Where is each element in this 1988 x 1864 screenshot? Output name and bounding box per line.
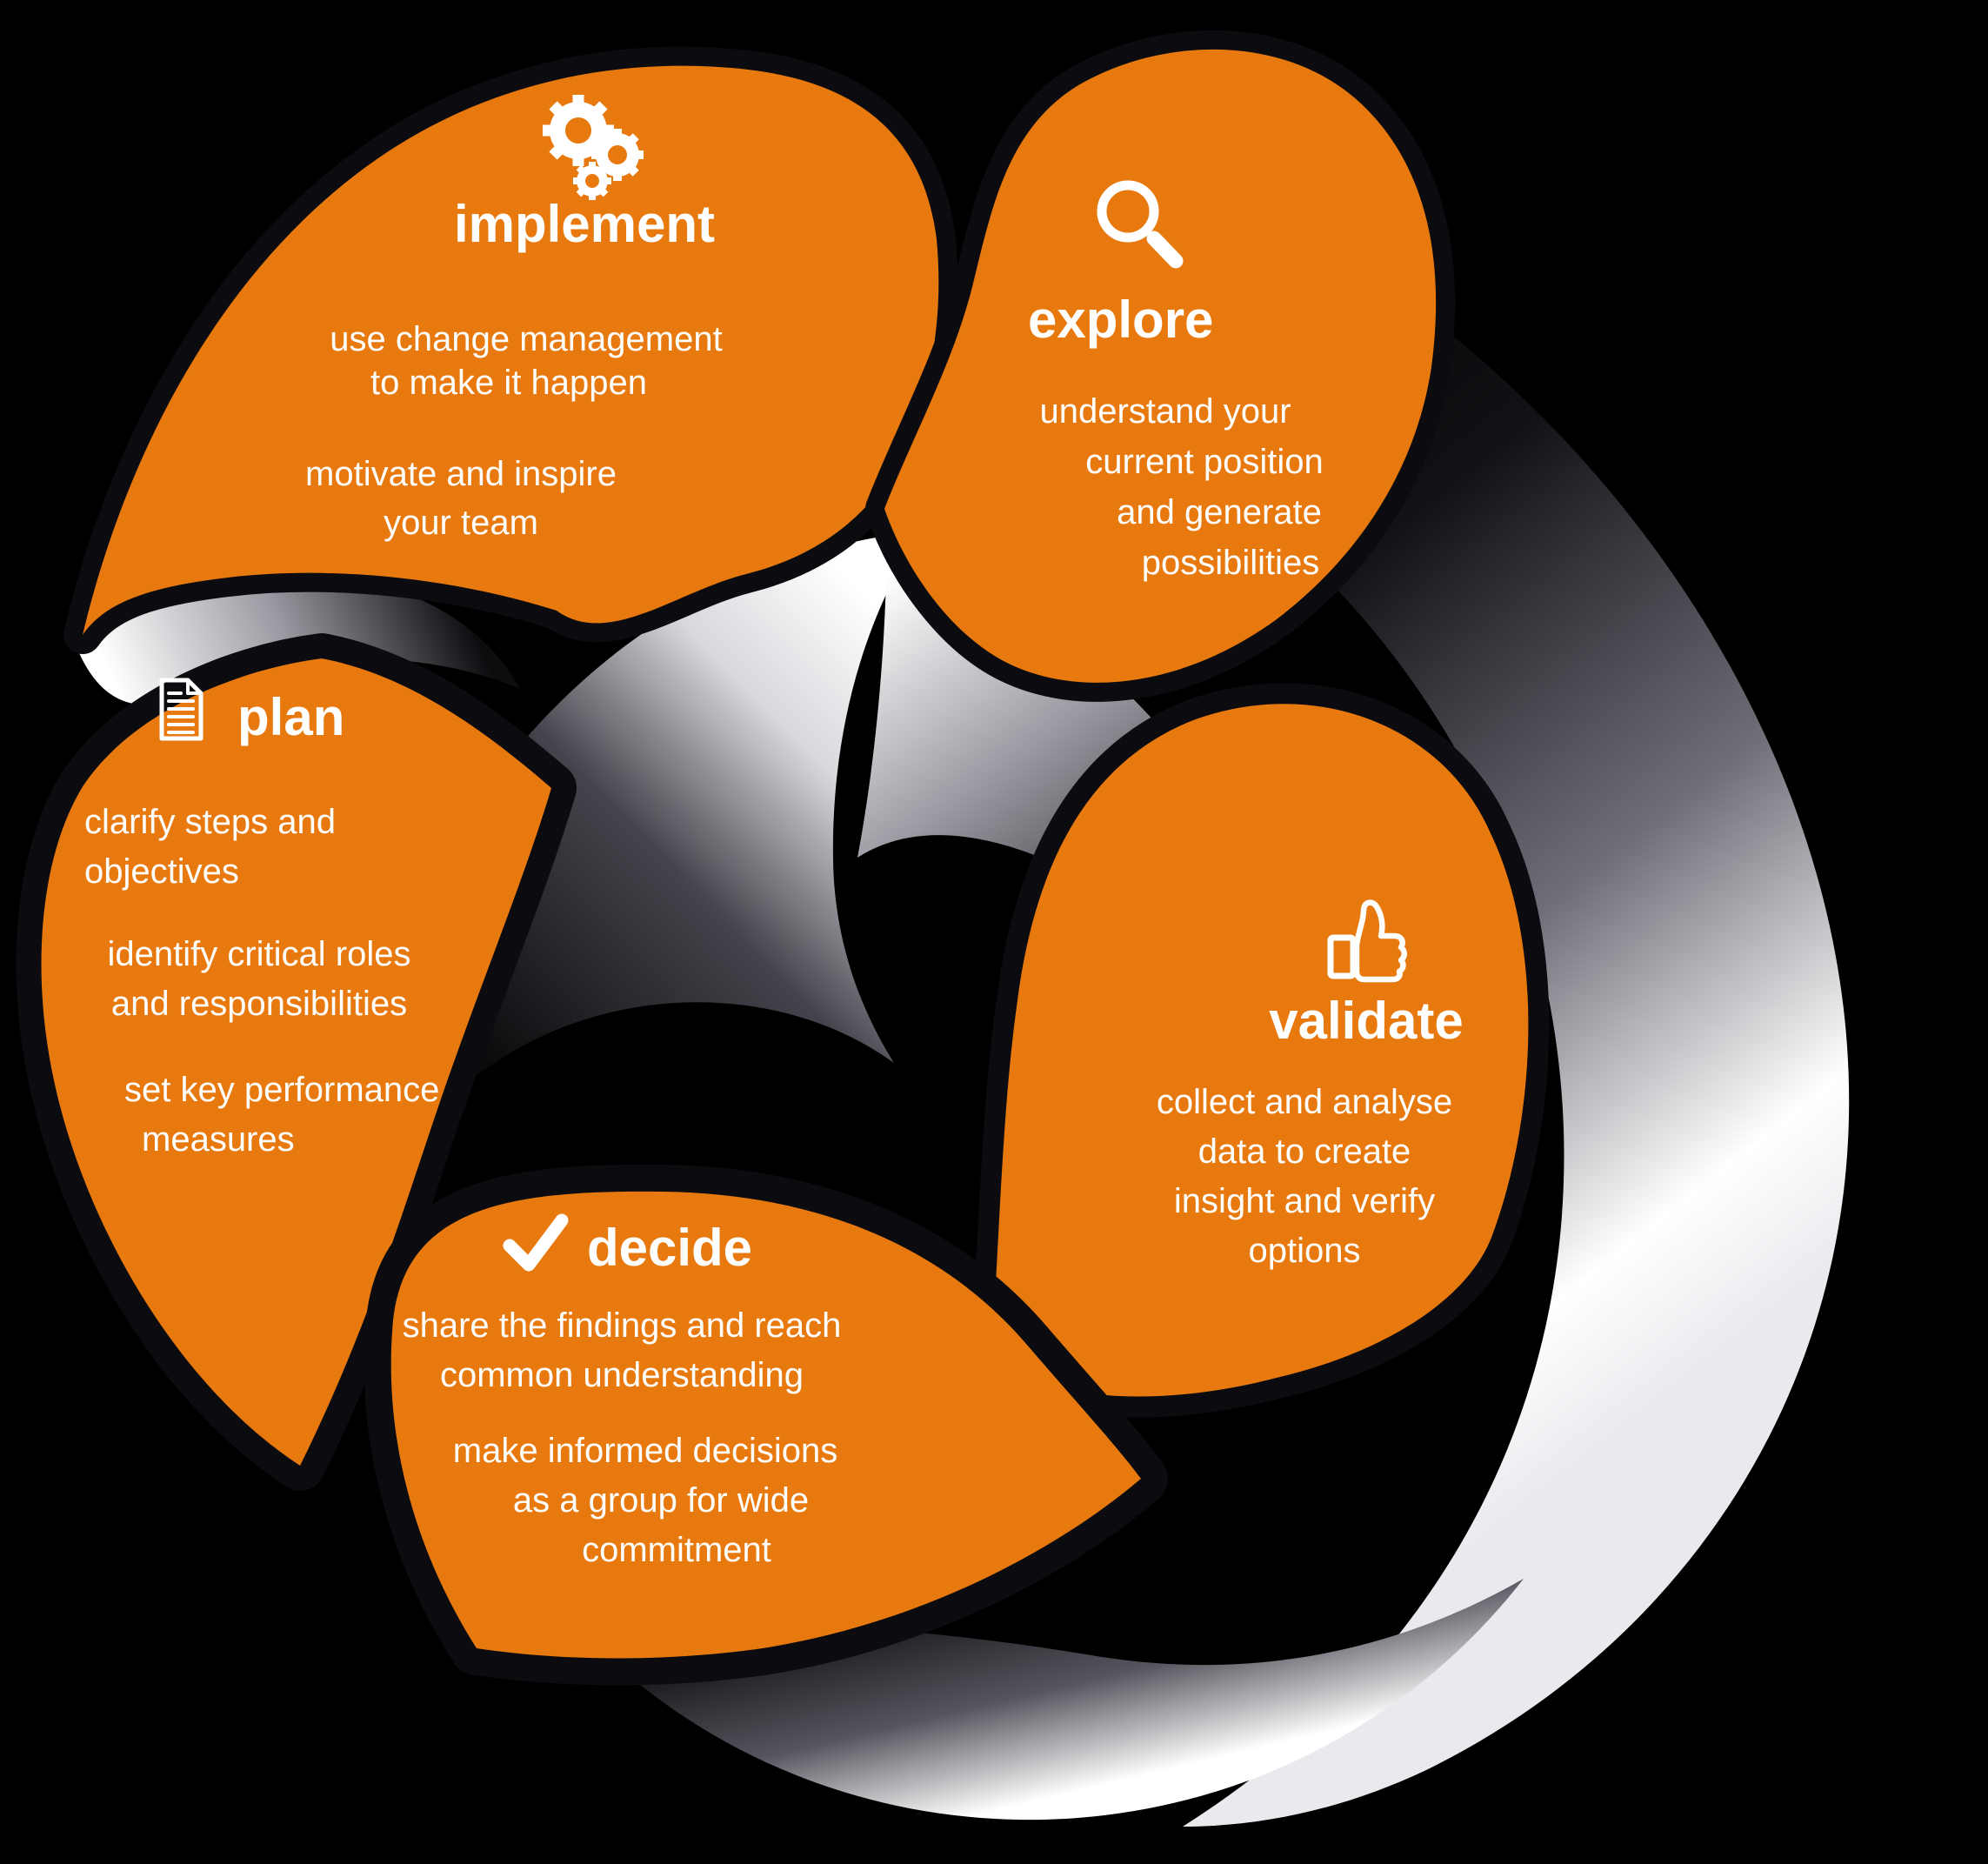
validate-paragraph: collect and analyse data to create insig… bbox=[1096, 1078, 1513, 1276]
text-line: insight and verify bbox=[1173, 1182, 1436, 1220]
text-line: options bbox=[1248, 1232, 1361, 1270]
explore-title: explore bbox=[1028, 291, 1214, 349]
text-line: identify critical roles bbox=[107, 935, 411, 973]
decide-title: decide bbox=[586, 1219, 753, 1277]
implement-paragraph-1: use change management to make it happen bbox=[265, 317, 787, 404]
check-icon bbox=[503, 1213, 569, 1272]
gear-large bbox=[543, 95, 614, 166]
text-line: current position bbox=[1085, 443, 1324, 481]
text-line: and responsibilities bbox=[110, 985, 408, 1023]
plan-paragraph-2: identify critical roles and responsibili… bbox=[90, 930, 429, 1029]
decide-paragraph-2: make informed decisions as a group for w… bbox=[400, 1426, 922, 1575]
text-line: clarify steps and bbox=[84, 803, 337, 841]
text-line: measures bbox=[142, 1120, 295, 1159]
text-line: understand your bbox=[1039, 392, 1291, 431]
gear-small bbox=[573, 162, 611, 200]
text-line: share the findings and reach bbox=[402, 1306, 842, 1345]
thumbs-up-icon bbox=[1327, 899, 1407, 983]
plan-paragraph-3: set key performance measures bbox=[104, 1066, 452, 1165]
validate-title: validate bbox=[1269, 992, 1464, 1050]
document-icon bbox=[159, 678, 203, 741]
text-line: set key performance bbox=[124, 1071, 440, 1109]
decide-blob bbox=[364, 1164, 1168, 1686]
text-line: make informed decisions bbox=[452, 1432, 838, 1470]
text-line: to make it happen bbox=[370, 364, 647, 402]
text-line: motivate and inspire bbox=[305, 455, 617, 493]
decide-paragraph-1: share the findings and reach common unde… bbox=[361, 1301, 883, 1400]
text-line: objectives bbox=[84, 852, 239, 891]
text-line: collect and analyse bbox=[1156, 1083, 1453, 1121]
text-line: use change management bbox=[330, 320, 723, 358]
plan-blob bbox=[16, 633, 577, 1491]
gears-icon bbox=[543, 95, 644, 200]
implement-title: implement bbox=[453, 195, 716, 253]
text-line: commitment bbox=[582, 1531, 771, 1569]
text-line: and generate bbox=[1117, 493, 1322, 531]
ribbon-right-sweep bbox=[939, 83, 1850, 1827]
plan-title: plan bbox=[237, 688, 345, 746]
explore-blob bbox=[865, 30, 1456, 702]
text-line: data to create bbox=[1197, 1132, 1411, 1171]
validate-blob bbox=[971, 683, 1550, 1418]
text-line: your team bbox=[384, 504, 538, 542]
plan-paragraph-1: clarify steps and objectives bbox=[84, 798, 484, 897]
explore-paragraph: understand your current position and gen… bbox=[957, 386, 1374, 588]
text-line: possibilities bbox=[1141, 544, 1320, 582]
implement-paragraph-2: motivate and inspire your team bbox=[200, 450, 722, 547]
text-line: common understanding bbox=[439, 1356, 804, 1394]
magnifying-glass-icon bbox=[1097, 180, 1184, 269]
text-line: as a group for wide bbox=[512, 1481, 810, 1520]
